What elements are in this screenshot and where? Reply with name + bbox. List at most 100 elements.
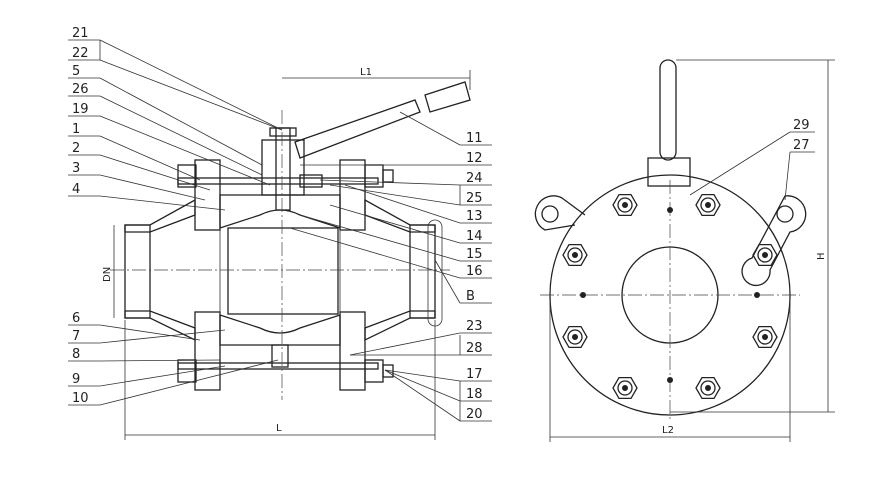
callout-23: 23 [466, 319, 483, 334]
callout-12: 12 [466, 151, 483, 166]
packing-gland [299, 174, 323, 188]
leader-line [99, 77, 263, 166]
leader-line [99, 59, 283, 131]
hex-nut [752, 325, 778, 349]
body-bottom [219, 314, 341, 346]
leader-line [344, 184, 461, 224]
callout-8: 8 [72, 347, 80, 362]
callout-26: 26 [72, 82, 89, 97]
dimension-h: H [670, 59, 835, 413]
hex-nut [562, 243, 588, 267]
callout-5: 5 [72, 64, 80, 79]
bolt-hole [667, 207, 673, 213]
leader-line [349, 332, 461, 356]
callout-24: 24 [466, 171, 483, 186]
callout-14: 14 [466, 229, 483, 244]
dimension-dn-label: DN [102, 267, 113, 282]
callout-27: 27 [793, 138, 810, 153]
leader-line [329, 184, 461, 206]
leader-line [99, 365, 226, 387]
left-flange-top [194, 159, 221, 231]
top-bolt [177, 164, 394, 188]
right-flange-top [339, 159, 366, 231]
callout-19: 19 [72, 102, 89, 117]
right-lug [741, 195, 807, 287]
callout-21: 21 [72, 26, 89, 41]
leader-line [99, 174, 206, 201]
bottom-bolt [177, 344, 394, 383]
leader-line [99, 359, 279, 406]
leader-line [99, 359, 221, 362]
dimension-l: L [124, 320, 436, 440]
callout-10: 10 [72, 391, 89, 406]
left-flange-bottom [194, 311, 221, 391]
callout-20: 20 [466, 407, 483, 422]
leader-line [99, 135, 201, 181]
bolt-hole [754, 292, 760, 298]
callout-9: 9 [72, 372, 80, 387]
right-flange-bottom [339, 311, 366, 391]
leader-line [384, 369, 461, 422]
handle-grip [424, 81, 471, 113]
dimension-h-label: H [816, 252, 827, 260]
leader-line [99, 39, 283, 131]
right-end-wall-bottom [364, 310, 436, 342]
callout-28: 28 [466, 341, 483, 356]
leader-line [329, 204, 461, 244]
left-pipe-end [124, 224, 151, 319]
leader-line [299, 214, 461, 262]
left-end-wall-top [124, 198, 196, 233]
leader-line [384, 369, 461, 382]
callout-18: 18 [466, 387, 483, 402]
callout-3: 3 [72, 161, 80, 176]
hex-nut [695, 193, 721, 217]
callout-29: 29 [793, 118, 810, 133]
stem-nut [269, 127, 297, 137]
callout-6: 6 [72, 311, 80, 326]
right-pipe-end [409, 224, 436, 319]
left-lug [534, 195, 586, 231]
dimension-l2-label: L2 [662, 425, 674, 436]
hex-nut [695, 376, 721, 400]
callout-1: 1 [72, 122, 80, 137]
leader-line [99, 329, 226, 344]
callout-4: 4 [72, 182, 80, 197]
leader-line [99, 115, 271, 186]
callout-15: 15 [466, 247, 483, 262]
hex-nut [562, 325, 588, 349]
callout-17: 17 [466, 367, 483, 382]
left-end-wall-bottom [124, 310, 196, 342]
bolt-hole [667, 377, 673, 383]
dimension-dn: DN [102, 225, 115, 318]
bolt-hole [580, 292, 586, 298]
leader-line [319, 179, 461, 186]
leader-line [384, 369, 461, 402]
hex-nut [612, 376, 638, 400]
dimension-l-label: L [276, 423, 282, 434]
leader-line [99, 154, 211, 191]
handle-lever [659, 59, 677, 161]
leader-line [399, 111, 461, 146]
callout-25: 25 [466, 191, 483, 206]
callout-B: B [466, 289, 475, 304]
leader-line [434, 259, 461, 304]
leader-line [99, 95, 263, 176]
dimension-l1-label: L1 [360, 67, 372, 78]
callout-7: 7 [72, 329, 80, 344]
callout-22: 22 [72, 46, 89, 61]
stem-cap [647, 157, 691, 187]
side-view: L2 H 29 27 [534, 59, 835, 442]
dimension-l1: L1 [282, 67, 471, 90]
callout-11: 11 [466, 131, 483, 146]
stem-housing [261, 139, 305, 196]
hex-nut [612, 193, 638, 217]
callout-16: 16 [466, 264, 483, 279]
leader-line [289, 227, 461, 279]
leader-line [99, 195, 226, 211]
handle [294, 99, 421, 159]
callout-13: 13 [466, 209, 483, 224]
callout-2: 2 [72, 141, 80, 156]
right-end-wall-top [364, 198, 436, 233]
